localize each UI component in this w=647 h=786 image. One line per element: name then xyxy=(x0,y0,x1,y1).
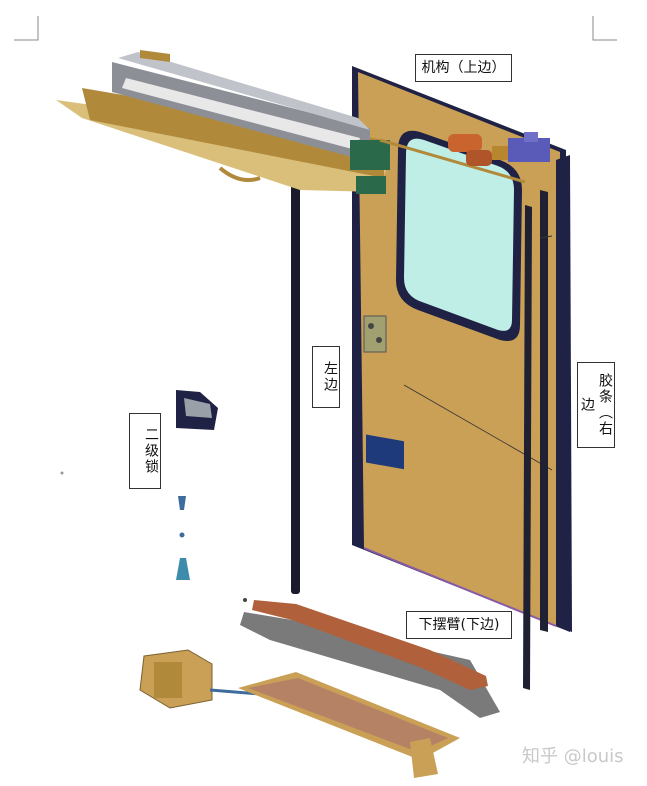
door-actuator xyxy=(448,132,550,166)
right-seal-strip xyxy=(523,190,553,690)
label-lower-swing-arm: 下摆臂(下边) xyxy=(406,611,512,639)
lower-swing-arm xyxy=(240,598,500,718)
secondary-lock-parts xyxy=(60,390,218,580)
label-mechanism-top: 机构（上边） xyxy=(415,54,512,82)
label-secondary-lock: 二级锁 xyxy=(129,413,161,489)
left-seal-strip xyxy=(291,180,300,594)
label-seal-right: 胶条（右边 xyxy=(577,362,615,448)
watermark: 知乎 @louis xyxy=(522,746,624,767)
bottom-drive-assembly xyxy=(139,649,460,778)
door-panel xyxy=(352,66,572,632)
crop-marks xyxy=(14,16,617,41)
top-mechanism xyxy=(56,50,526,194)
latch-block xyxy=(366,434,404,470)
handle-plate xyxy=(363,315,387,353)
label-left-edge: 左边 xyxy=(312,346,340,408)
